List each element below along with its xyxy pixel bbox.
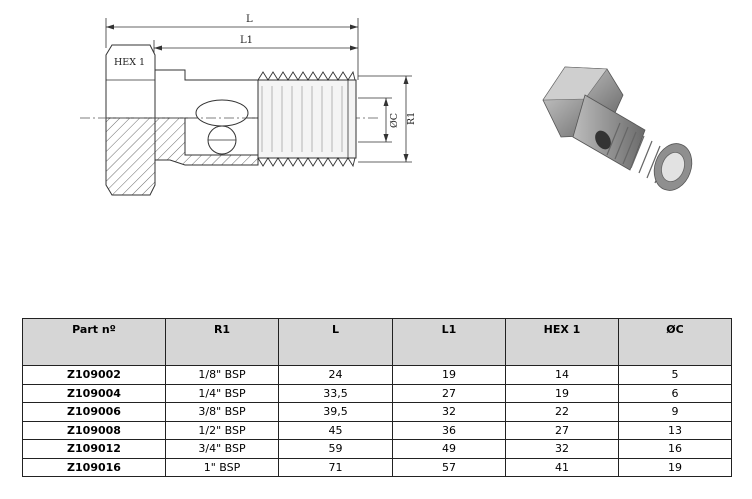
header-hex1: HEX 1	[505, 318, 619, 366]
l1-cell: 32	[392, 402, 506, 422]
bolt-body	[80, 69, 380, 166]
dim-l1-label: L1	[240, 35, 253, 46]
hex1-cell: 32	[505, 439, 619, 459]
l-cell: 59	[278, 439, 393, 459]
cross-hole	[195, 99, 249, 127]
hex1-cell: 19	[505, 383, 619, 403]
part-number-cell: Z109016	[22, 457, 166, 477]
dimension-c: ØC	[358, 97, 400, 143]
header-r1: R1	[165, 318, 279, 366]
l1-cell: 19	[392, 365, 506, 385]
c-cell: 13	[618, 420, 732, 440]
table-header-row: Part nº R1 L L1 HEX 1 ØC	[22, 318, 732, 366]
part-number-cell: Z109006	[22, 402, 166, 422]
c-cell: 9	[618, 402, 732, 422]
dimension-r1: R1	[358, 75, 417, 163]
table-row: Z109004 1/4" BSP 33,5 27 19 6	[22, 383, 732, 403]
c-cell: 19	[618, 457, 732, 477]
table-row: Z109016 1" BSP 71 57 41 19	[22, 457, 732, 477]
banjo-bolt-rendering	[542, 66, 693, 191]
table-row: Z109008 1/2" BSP 45 36 27 13	[22, 420, 732, 440]
thread	[257, 70, 357, 168]
c-cell: 6	[618, 383, 732, 403]
l1-cell: 27	[392, 383, 506, 403]
part-number-cell: Z109012	[22, 439, 166, 459]
header-c: ØC	[618, 318, 732, 366]
specification-table: Part nº R1 L L1 HEX 1 ØC Z109002 1/8" BS…	[22, 318, 732, 477]
l-cell: 24	[278, 365, 393, 385]
r1-cell: 3/8" BSP	[165, 402, 279, 422]
part-number-cell: Z109008	[22, 420, 166, 440]
c-cell: 16	[618, 439, 732, 459]
dim-l-label: L	[246, 14, 253, 25]
hex-head: HEX 1	[105, 44, 156, 196]
l1-cell: 36	[392, 420, 506, 440]
r1-cell: 3/4" BSP	[165, 439, 279, 459]
r1-cell: 1" BSP	[165, 457, 279, 477]
part-number-cell: Z109002	[22, 365, 166, 385]
l-cell: 45	[278, 420, 393, 440]
hex1-cell: 14	[505, 365, 619, 385]
table-row: Z109006 3/8" BSP 39,5 32 22 9	[22, 402, 732, 422]
part-number-cell: Z109004	[22, 383, 166, 403]
r1-cell: 1/8" BSP	[165, 365, 279, 385]
hex1-cell: 41	[505, 457, 619, 477]
dim-r1-label: R1	[406, 112, 417, 125]
c-cell: 5	[618, 365, 732, 385]
hex-label: HEX 1	[114, 57, 145, 68]
header-l: L	[278, 318, 393, 366]
l1-cell: 49	[392, 439, 506, 459]
header-part-no: Part nº	[22, 318, 166, 366]
header-l1: L1	[392, 318, 506, 366]
technical-drawing: L L1 HEX 1	[80, 14, 417, 196]
table-row: Z109012 3/4" BSP 59 49 32 16	[22, 439, 732, 459]
l-cell: 33,5	[278, 383, 393, 403]
table-row: Z109002 1/8" BSP 24 19 14 5	[22, 365, 732, 385]
dimension-l: L	[105, 14, 359, 80]
r1-cell: 1/4" BSP	[165, 383, 279, 403]
hex1-cell: 22	[505, 402, 619, 422]
l-cell: 71	[278, 457, 393, 477]
l1-cell: 57	[392, 457, 506, 477]
hex1-cell: 27	[505, 420, 619, 440]
l-cell: 39,5	[278, 402, 393, 422]
dimension-l1: L1	[153, 35, 358, 70]
r1-cell: 1/2" BSP	[165, 420, 279, 440]
dim-c-label: ØC	[389, 113, 400, 128]
